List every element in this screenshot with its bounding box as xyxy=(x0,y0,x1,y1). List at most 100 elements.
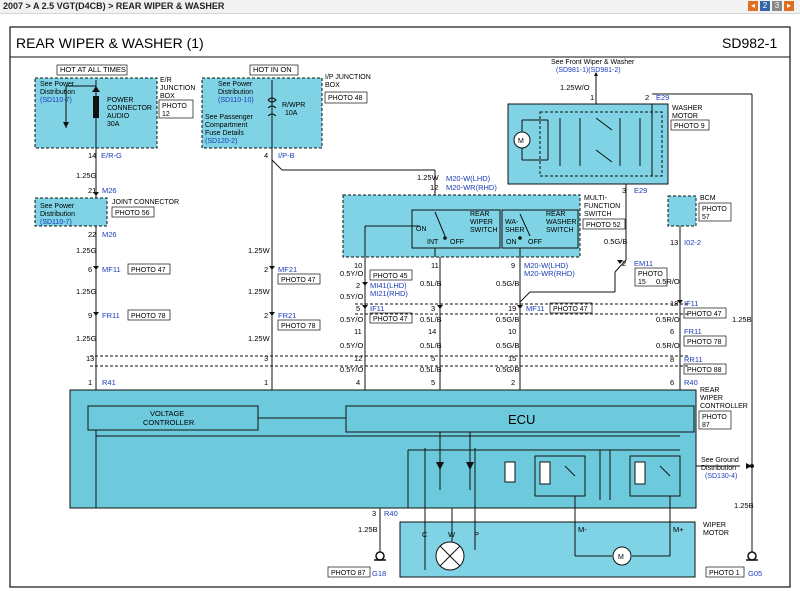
svg-text:2: 2 xyxy=(511,378,515,387)
svg-text:2: 2 xyxy=(264,265,268,274)
svg-text:WIPER: WIPER xyxy=(703,522,726,529)
svg-text:3: 3 xyxy=(264,354,268,363)
svg-text:PHOTO 88: PHOTO 88 xyxy=(687,367,722,374)
svg-text:FUNCTION: FUNCTION xyxy=(584,203,620,210)
svg-text:INT: INT xyxy=(427,239,439,246)
svg-text:(SD130-4): (SD130-4) xyxy=(705,473,737,480)
svg-text:5: 5 xyxy=(356,304,360,313)
svg-text:(SD120-2): (SD120-2) xyxy=(205,138,237,145)
page-2-button[interactable]: 2 xyxy=(760,1,770,11)
svg-text:P: P xyxy=(474,530,479,539)
svg-text:M20-W(LHD): M20-W(LHD) xyxy=(524,261,569,270)
svg-text:0.5Y/O: 0.5Y/O xyxy=(340,365,364,374)
svg-text:6: 6 xyxy=(670,378,674,387)
svg-text:WASHER: WASHER xyxy=(672,105,702,112)
svg-text:4: 4 xyxy=(264,151,268,160)
svg-text:MOTOR: MOTOR xyxy=(672,113,698,120)
svg-text:OFF: OFF xyxy=(528,239,542,246)
svg-text:SHER: SHER xyxy=(505,227,524,234)
svg-text:21: 21 xyxy=(88,186,96,195)
svg-text:PHOTO 78: PHOTO 78 xyxy=(131,313,166,320)
svg-text:MULTI-: MULTI- xyxy=(584,195,607,202)
svg-text:10: 10 xyxy=(354,261,362,270)
svg-text:JOINT CONNECTOR: JOINT CONNECTOR xyxy=(112,199,179,206)
svg-text:0.5G/B: 0.5G/B xyxy=(496,365,519,374)
svg-text:1.25W: 1.25W xyxy=(417,173,440,182)
next-page-button[interactable]: ▸ xyxy=(784,1,794,11)
svg-text:SWITCH: SWITCH xyxy=(584,211,612,218)
svg-text:PHOTO 47: PHOTO 47 xyxy=(553,306,588,313)
svg-text:0.5G/B: 0.5G/B xyxy=(496,279,519,288)
svg-text:VOLTAGE: VOLTAGE xyxy=(150,409,184,418)
svg-text:(SD981-1)(SD981-2): (SD981-1)(SD981-2) xyxy=(556,67,621,74)
svg-text:M20-WR(RHD): M20-WR(RHD) xyxy=(446,183,497,192)
svg-text:1.25G: 1.25G xyxy=(76,287,97,296)
svg-text:FR11: FR11 xyxy=(684,327,702,336)
svg-text:9: 9 xyxy=(511,261,515,270)
svg-text:BOX: BOX xyxy=(325,82,340,89)
svg-text:8: 8 xyxy=(670,355,674,364)
ground-g18: PHOTO 87 G18 xyxy=(327,551,386,578)
svg-text:1.25G: 1.25G xyxy=(76,334,97,343)
svg-text:1.25B: 1.25B xyxy=(734,501,754,510)
svg-text:0.5Y/O: 0.5Y/O xyxy=(340,341,364,350)
svg-text:REAR: REAR xyxy=(700,387,719,394)
svg-text:See Power: See Power xyxy=(218,81,253,88)
svg-text:3: 3 xyxy=(622,186,626,195)
svg-text:See Power: See Power xyxy=(40,203,75,210)
svg-text:FR11: FR11 xyxy=(102,311,120,320)
svg-text:0.5G/B: 0.5G/B xyxy=(496,315,519,324)
svg-text:C: C xyxy=(422,530,428,539)
svg-text:PHOTO 48: PHOTO 48 xyxy=(328,95,363,102)
svg-text:M26: M26 xyxy=(102,186,117,195)
svg-text:WASHER: WASHER xyxy=(546,219,576,226)
er-junction-box: HOT AT ALL TIMES See Power Distribution … xyxy=(34,64,195,149)
svg-text:0.5R/O: 0.5R/O xyxy=(656,277,680,286)
svg-text:G18: G18 xyxy=(372,569,386,578)
svg-text:Distribution: Distribution xyxy=(218,89,253,96)
svg-text:EM11: EM11 xyxy=(634,259,653,268)
svg-text:PHOTO: PHOTO xyxy=(702,206,727,213)
connector-rows xyxy=(90,303,690,367)
page-3-button[interactable]: 3 xyxy=(772,1,782,11)
joint-connector: See Power Distribution (SD110-7) JOINT C… xyxy=(34,197,179,227)
svg-text:1: 1 xyxy=(264,378,268,387)
svg-text:M: M xyxy=(618,554,624,561)
svg-text:3: 3 xyxy=(372,509,376,518)
svg-text:MI21(RHD): MI21(RHD) xyxy=(370,289,408,298)
ground-g05: PHOTO 1 G05 xyxy=(705,551,762,578)
svg-text:E/R-G: E/R-G xyxy=(101,151,122,160)
svg-text:14: 14 xyxy=(428,327,436,336)
svg-text:M-: M- xyxy=(578,525,587,534)
svg-text:E/R: E/R xyxy=(160,77,172,84)
svg-text:6: 6 xyxy=(670,327,674,336)
svg-text:1.25W: 1.25W xyxy=(248,287,271,296)
svg-text:1.25G: 1.25G xyxy=(76,246,97,255)
washer-motor: See Front Wiper & Washer (SD981-1)(SD981… xyxy=(507,59,710,195)
svg-text:POWER: POWER xyxy=(107,97,133,104)
prev-page-button[interactable]: ◂ xyxy=(748,1,758,11)
bcm: BCM PHOTO 57 13 I02-2 xyxy=(667,195,732,247)
svg-text:M20-WR(RHD): M20-WR(RHD) xyxy=(524,269,575,278)
svg-text:0.5Y/O: 0.5Y/O xyxy=(340,315,364,324)
svg-text:OFF: OFF xyxy=(450,239,464,246)
svg-text:1.25B: 1.25B xyxy=(358,525,378,534)
svg-text:Distribution: Distribution xyxy=(40,211,75,218)
svg-text:M: M xyxy=(518,138,524,145)
svg-text:0.5R/O: 0.5R/O xyxy=(656,341,680,350)
svg-text:G05: G05 xyxy=(748,569,762,578)
svg-text:9: 9 xyxy=(88,311,92,320)
svg-text:MOTOR: MOTOR xyxy=(703,530,729,537)
top-bar: 2007 > A 2.5 VGT(D4CB) > REAR WIPER & WA… xyxy=(0,0,800,14)
svg-text:JUNCTION: JUNCTION xyxy=(160,85,195,92)
svg-text:CONTROLLER: CONTROLLER xyxy=(700,403,748,410)
svg-text:2: 2 xyxy=(356,281,360,290)
svg-text:13: 13 xyxy=(670,238,678,247)
svg-text:18: 18 xyxy=(670,299,678,308)
svg-text:2: 2 xyxy=(264,311,268,320)
svg-text:SWITCH: SWITCH xyxy=(546,227,574,234)
diagram-frame xyxy=(9,26,791,588)
svg-text:1.25B: 1.25B xyxy=(732,315,752,324)
svg-text:IF11: IF11 xyxy=(370,304,384,313)
svg-text:E29: E29 xyxy=(634,186,647,195)
